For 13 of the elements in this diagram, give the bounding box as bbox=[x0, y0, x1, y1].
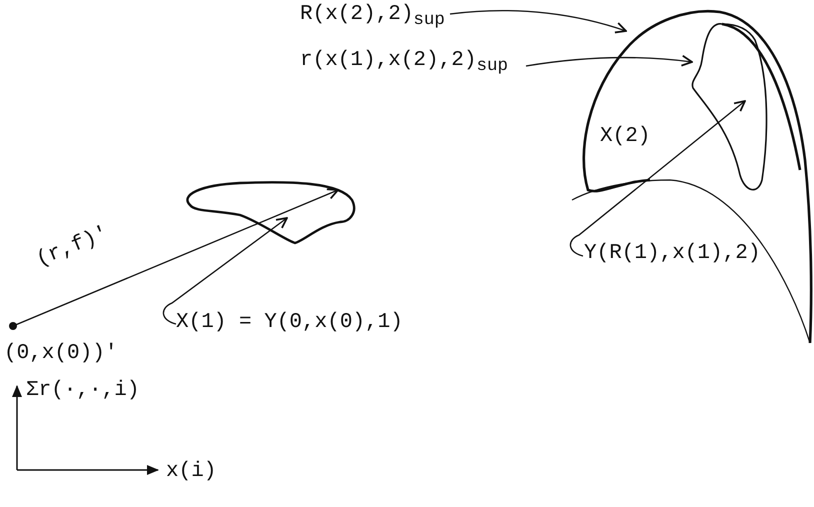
formula-label: R(x(2),2)$_{sup}$ bbox=[300, 4, 445, 32]
point-marker bbox=[9, 322, 17, 330]
region-label: X(2) bbox=[600, 126, 650, 148]
formula-label: X(1) = Y(0,x(0),1) bbox=[176, 312, 403, 334]
formula-label: Y(R(1),x(1),2) bbox=[584, 243, 760, 265]
leader-line bbox=[570, 100, 746, 257]
leader-line bbox=[526, 54, 693, 67]
formula-label: r(x(1),x(2),2)$_{sup}$ bbox=[300, 50, 508, 78]
leader-line bbox=[450, 10, 627, 34]
leader-line bbox=[162, 217, 288, 325]
point-label: (0,x(0))' bbox=[4, 343, 118, 365]
axis-label: x(i) bbox=[166, 461, 216, 483]
axis-label: Σr(·,·,i) bbox=[26, 380, 140, 402]
